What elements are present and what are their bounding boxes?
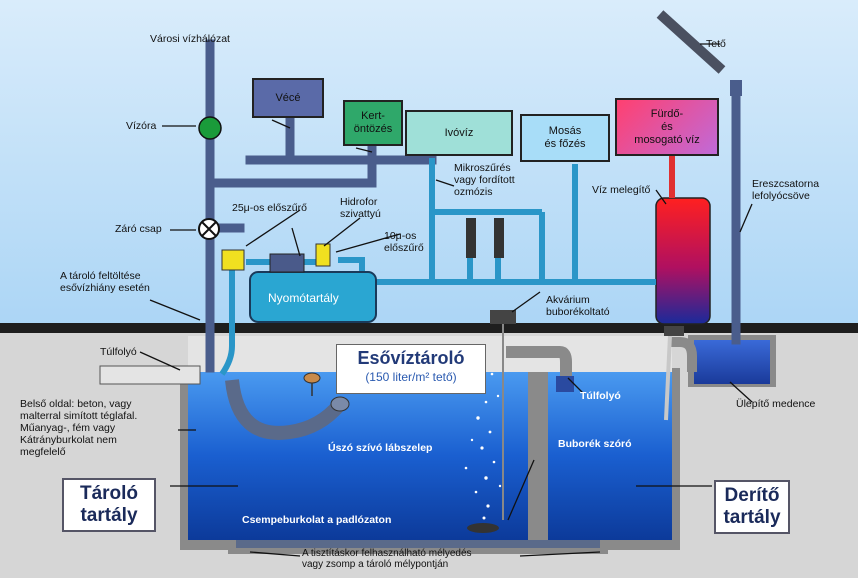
refill-label: A tároló feltöltése esővízhiány esetén — [60, 270, 150, 294]
overflow-right-label: Túlfolyó — [580, 390, 621, 402]
shutoff-valve-label: Záró csap — [115, 223, 162, 235]
gray-pipes — [205, 39, 741, 373]
bubbles — [464, 372, 502, 520]
pressure-tank-label: Nyomótartály — [268, 291, 339, 305]
water-meter-label: Vízóra — [126, 120, 157, 132]
hydrofor-pump — [269, 253, 305, 273]
settling-pool-water — [694, 340, 770, 384]
pointer-arrows — [139, 43, 753, 557]
wc-box: Vécé — [252, 78, 324, 118]
bath-box: Fürdő- és mosogató víz — [615, 98, 719, 156]
tank-title: Esővíztároló — [357, 348, 465, 368]
aerator-pump — [490, 310, 516, 324]
tiling-label: Csempeburkolat a padlózaton — [242, 514, 392, 526]
osmosis-filter-1 — [466, 218, 476, 258]
heater-drain — [664, 334, 672, 421]
overflow-channel-left — [99, 365, 201, 385]
float — [303, 372, 321, 384]
drinking-box: Ivóvíz — [405, 110, 513, 156]
water-meter-icon — [198, 116, 222, 140]
aquarium-label: Akvárium buborékoltató — [546, 294, 610, 318]
microfilter-label: Mikroszűrés vagy fordított ozmózis — [454, 162, 515, 198]
heater-base — [664, 326, 684, 336]
storage-tank-label: Tároló tartály — [62, 478, 156, 532]
heater-label: Víz melegítő — [592, 184, 651, 196]
intake-hose — [225, 379, 346, 440]
water-heater — [655, 197, 711, 325]
floating-intake-label: Úszó szívó lábszelep — [328, 442, 433, 454]
pressure-tank — [249, 271, 377, 323]
city-water-label: Városi vízhálózat — [150, 33, 230, 45]
roof-slab — [656, 10, 726, 74]
overflow-mouth — [556, 376, 574, 392]
overflow-pipe-right — [506, 346, 572, 390]
roof-label: Tető — [706, 38, 726, 50]
overflow-left-label: Túlfolyó — [100, 346, 137, 358]
tank-subtitle: (150 liter/m² tető) — [365, 370, 457, 384]
prefilter-10u — [315, 243, 331, 267]
clarifier-tank-label: Derítő tartály — [714, 480, 790, 534]
downpipe-elbow — [670, 337, 697, 372]
downpipe-label: Ereszcsatorna lefolyócsöve — [752, 178, 820, 202]
bottom-note: A tisztításkor felhasználható mélyedés v… — [302, 548, 472, 570]
bubble-stone — [467, 523, 499, 533]
osmosis-filter-2 — [494, 218, 504, 258]
prefilter-25-label: 25μ-os előszűrő — [232, 202, 307, 214]
washing-box: Mosás és főzés — [520, 114, 610, 162]
bubble-diffuser-label: Buborék szóró — [558, 438, 632, 450]
hydrofor-label: Hidrofor szivattyú — [340, 196, 381, 220]
divider-wall — [530, 372, 542, 542]
prefilter-10-label: 10μ-os előszűrő — [384, 230, 424, 254]
tank-title-box: Esővíztároló (150 liter/m² tető) — [336, 344, 486, 394]
garden-box: Kert- öntözés — [343, 100, 403, 146]
prefilter-25u — [221, 249, 245, 271]
ground-line — [0, 323, 858, 333]
sump — [236, 540, 600, 548]
valve-cross — [201, 221, 217, 237]
downpipe-top — [730, 80, 742, 96]
inner-side-note: Belső oldal: beton, vagy malterral simít… — [20, 398, 138, 458]
foot-valve — [330, 396, 350, 412]
settling-pool-label: Ülepítő medence — [736, 398, 816, 410]
clarifier-tank-water — [548, 372, 672, 540]
storage-tank-water — [188, 372, 528, 540]
